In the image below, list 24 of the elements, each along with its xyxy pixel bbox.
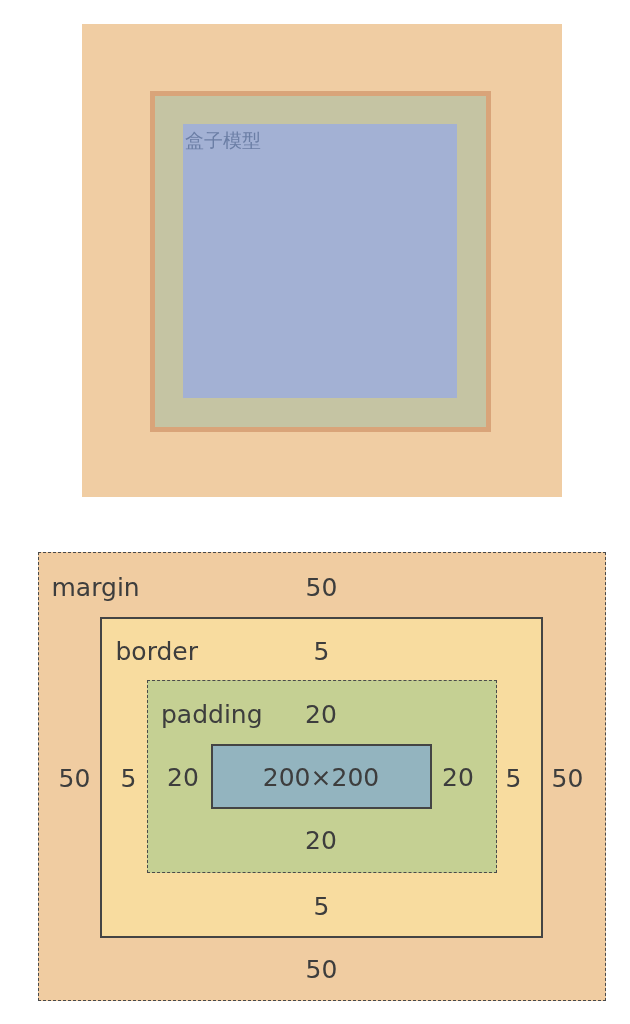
dimension-value: 20 [305,826,337,856]
margin-label: margin [51,573,140,602]
dimension-value: 5 [120,764,137,793]
margin-area [38,552,606,1001]
padding-area [146,679,497,873]
border-label: border [115,637,199,666]
dimension-value: 20 [167,763,199,793]
dimension-value: 5 [505,764,522,793]
border-box [150,91,491,432]
margin-area [82,24,562,497]
dimension-value: 50 [305,955,338,984]
border-box [99,616,543,938]
dimension-value: 50 [58,764,91,793]
box-title: 盒子模型 [185,130,261,152]
dimension-value: 50 [551,764,584,793]
dimension-value: 20 [305,700,337,730]
dimension-value: 5 [313,637,330,666]
content-size: 200×200 [262,763,380,793]
content-box [183,124,457,398]
padding-label: padding [161,700,263,730]
dimension-value: 50 [305,573,338,602]
dimension-value: 5 [313,892,330,921]
dimension-value: 20 [442,763,474,793]
content-box [211,744,432,809]
